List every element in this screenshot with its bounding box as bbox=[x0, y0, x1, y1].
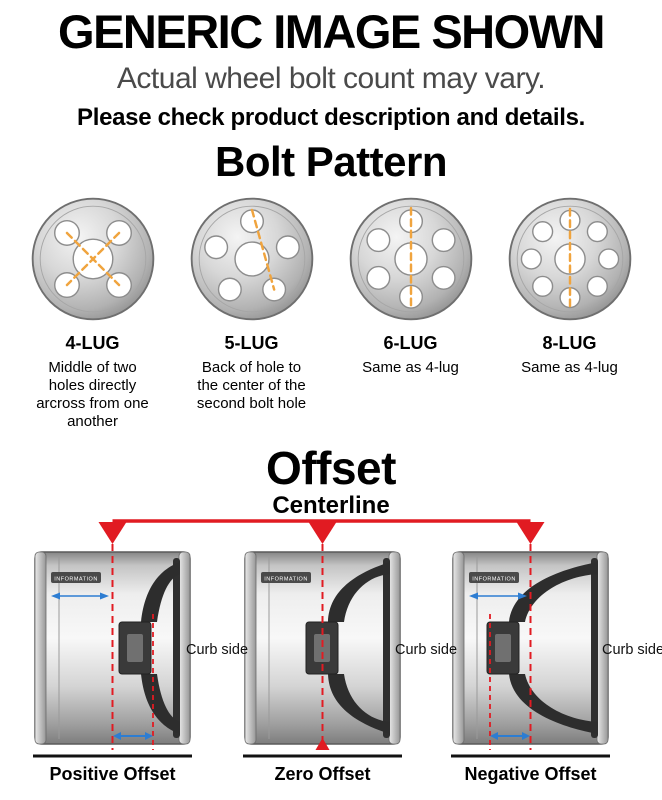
rim-sticker-text: INFORMATION bbox=[54, 576, 98, 582]
rim-sticker bbox=[469, 571, 519, 583]
centerline-marker-icon bbox=[308, 521, 337, 544]
centerline-label: Centerline bbox=[272, 492, 390, 520]
rim-sticker bbox=[261, 571, 311, 583]
wheel-cross-section-positive: INFORMATION bbox=[34, 550, 191, 745]
offset-label-positive: Positive Offset bbox=[49, 764, 175, 784]
offset-label-zero: Zero Offset bbox=[274, 764, 370, 784]
lug-holes bbox=[365, 209, 456, 310]
lug-label-5: 5-LUG bbox=[224, 333, 279, 354]
centerline-dash-lines bbox=[111, 543, 532, 750]
bolt-pattern-title: Bolt Pattern bbox=[214, 138, 448, 186]
wheel-8-lug-icon bbox=[508, 198, 631, 321]
subtitle: Actual wheel bolt count may vary. bbox=[116, 62, 546, 95]
backspacing-arrow bbox=[51, 592, 109, 600]
offset-measure-arrow-negative bbox=[490, 731, 530, 740]
lug-description-8: Same as 4-lug bbox=[521, 359, 618, 377]
wheel-cross-section-zero: INFORMATION bbox=[244, 550, 401, 745]
lug-description-5: Back of hole to the center of the second… bbox=[196, 359, 307, 413]
measurement-dash-lines bbox=[65, 232, 120, 287]
lug-label-6: 6-LUG bbox=[383, 333, 438, 354]
lug-item-8: 8-LUG Same as 4-lug bbox=[493, 193, 646, 431]
centerline-marker-icon bbox=[516, 521, 545, 544]
rim-sticker-text: INFORMATION bbox=[264, 576, 308, 582]
curb-side-label: Curb side bbox=[602, 642, 662, 658]
lug-label-4: 4-LUG bbox=[65, 333, 120, 354]
centerline-marker-icon bbox=[98, 521, 127, 544]
mounting-face-dash-lines bbox=[152, 613, 491, 750]
center-bore bbox=[233, 241, 270, 278]
backspacing-arrow bbox=[469, 592, 527, 600]
rim-sticker bbox=[51, 571, 101, 583]
page-title: GENERIC IMAGE SHOWN bbox=[58, 5, 605, 58]
lug-holes bbox=[520, 210, 619, 309]
offset-measure-arrow-positive bbox=[113, 731, 153, 740]
rim-sticker-text: INFORMATION bbox=[472, 576, 516, 582]
note-line: Please check product description and det… bbox=[77, 104, 585, 131]
offset-label-negative: Negative Offset bbox=[464, 764, 596, 784]
lug-holes bbox=[203, 209, 300, 302]
zero-offset-marker-icon bbox=[315, 737, 330, 750]
wheel-5-lug-icon bbox=[190, 198, 313, 321]
lug-item-6: 6-LUG Same as 4-lug bbox=[334, 193, 487, 431]
lug-item-5: 5-LUG Back of hole to the center of the … bbox=[175, 193, 328, 431]
lug-description-4: Middle of two holes directly arcross fro… bbox=[36, 359, 149, 431]
offset-title: Offset bbox=[266, 442, 396, 495]
lug-item-4: 4-LUG Middle of two holes directly arcro… bbox=[16, 193, 169, 431]
wheel-6-lug-icon bbox=[349, 198, 472, 321]
curb-side-label: Curb side bbox=[395, 642, 457, 658]
bolt-pattern-row: 4-LUG Middle of two holes directly arcro… bbox=[0, 193, 662, 431]
lug-description-6: Same as 4-lug bbox=[362, 359, 459, 377]
offset-diagram: INFORMATION INFORMATION bbox=[33, 518, 662, 784]
measurement-dash-lines bbox=[250, 209, 275, 292]
curb-side-label: Curb side bbox=[186, 642, 248, 658]
wheel-4-lug-icon bbox=[31, 198, 154, 321]
lug-label-8: 8-LUG bbox=[542, 333, 597, 354]
